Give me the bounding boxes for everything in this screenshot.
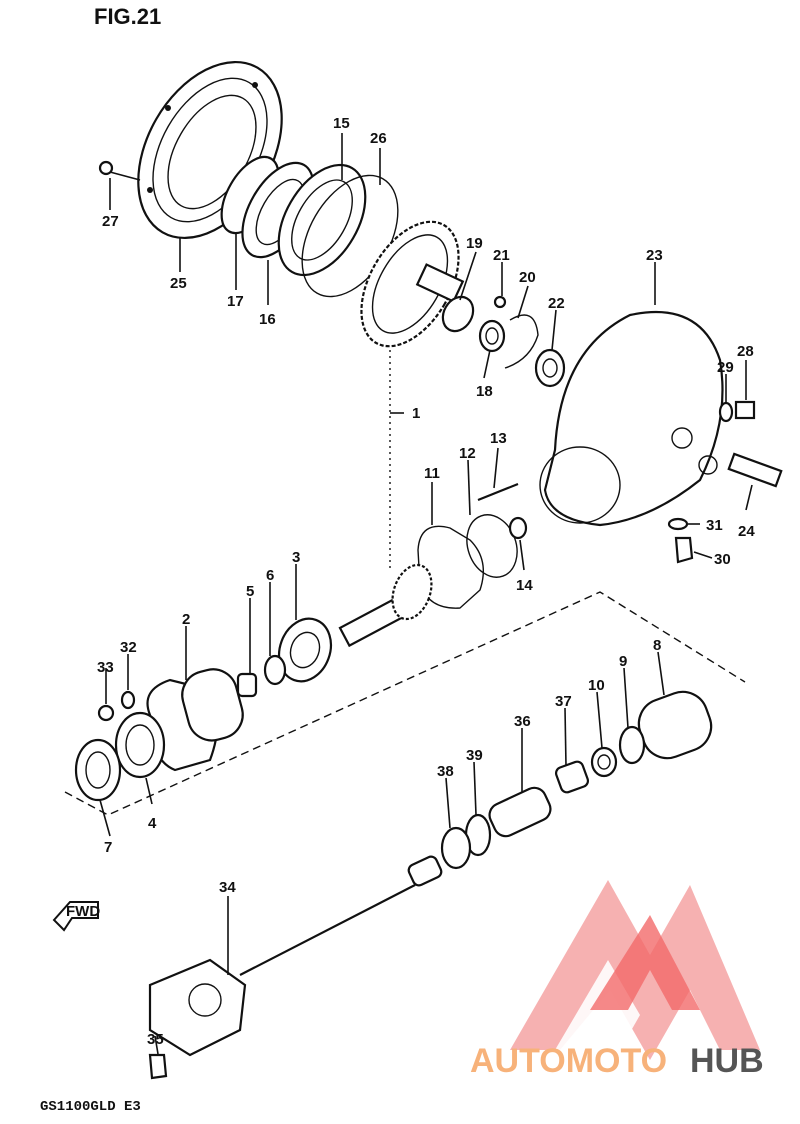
callout-24: 24	[738, 523, 755, 540]
part-31-washer	[667, 517, 689, 531]
watermark-logo: AUTOMOTO HUB	[470, 880, 764, 1080]
part-38-washer	[440, 826, 472, 870]
fwd-arrow-label: FWD	[66, 903, 100, 920]
callout-labels: 1 2 3 4 5 6 7 8 9 10 11 12 13 14 15 16 1…	[97, 115, 755, 1048]
part-36-damper-cam	[488, 786, 552, 838]
part-28-bolt	[734, 400, 756, 420]
callout-5: 5	[246, 583, 254, 600]
callout-7: 7	[104, 839, 112, 856]
part-37-coupling	[554, 760, 590, 794]
part-18-bearing	[478, 319, 506, 353]
part-5-spacer	[236, 672, 258, 698]
fwd-arrow-icon: FWD	[52, 901, 100, 932]
part-8-damper-housing	[637, 690, 713, 760]
part-15-bearing	[277, 163, 367, 277]
callout-15: 15	[333, 115, 350, 132]
callout-28: 28	[737, 343, 754, 360]
part-10-bearing	[590, 746, 618, 778]
callout-31: 31	[706, 517, 723, 534]
callout-22: 22	[548, 295, 565, 312]
callout-33: 33	[97, 659, 114, 676]
callout-6: 6	[266, 567, 274, 584]
callout-3: 3	[292, 549, 300, 566]
part-30-plug	[674, 536, 694, 564]
part-29-washer	[718, 401, 734, 423]
callout-4: 4	[148, 815, 157, 832]
callout-20: 20	[519, 269, 536, 286]
callout-25: 25	[170, 275, 187, 292]
callout-11: 11	[424, 465, 440, 482]
part-21-bolt	[493, 295, 507, 309]
part-20-stopper	[504, 314, 539, 369]
part-1-ring-gear	[360, 220, 465, 348]
part-3-bearing	[277, 617, 333, 683]
callout-36: 36	[514, 713, 531, 730]
callout-27: 27	[102, 213, 119, 230]
leader-lines	[99, 133, 753, 1055]
part-35-bolt	[148, 1053, 168, 1080]
callout-17: 17	[227, 293, 244, 310]
part-27-bolt	[98, 160, 141, 181]
callout-38: 38	[437, 763, 454, 780]
callout-39: 39	[466, 747, 483, 764]
callout-35: 35	[147, 1031, 164, 1048]
callout-8: 8	[653, 637, 661, 654]
callout-18: 18	[476, 383, 493, 400]
callout-14: 14	[516, 577, 533, 594]
part-13-pin	[477, 482, 519, 502]
part-22-oil-seal	[534, 348, 566, 388]
callout-21: 21	[493, 247, 510, 264]
watermark-text-1: AUTOMOTO	[470, 1042, 667, 1080]
callout-34: 34	[219, 879, 236, 896]
callout-16: 16	[259, 311, 276, 328]
part-11-gasket	[417, 525, 484, 609]
part-33-nut	[97, 704, 115, 722]
part-6-shim	[263, 654, 287, 686]
callout-30: 30	[714, 551, 731, 568]
callout-10: 10	[588, 677, 605, 694]
callout-19: 19	[466, 235, 483, 252]
part-4-bearing	[114, 711, 166, 779]
callout-2: 2	[182, 611, 190, 628]
part-7-oil-seal	[74, 738, 122, 802]
callout-29: 29	[717, 359, 734, 376]
callout-37: 37	[555, 693, 572, 710]
callout-26: 26	[370, 130, 387, 147]
callout-1: 1	[412, 405, 420, 422]
figure-title: FIG.21	[94, 4, 161, 29]
part-1-pinion-gear	[338, 563, 433, 648]
part-23-final-gear-case	[539, 310, 724, 527]
callout-9: 9	[619, 653, 627, 670]
part-9-ring	[618, 725, 646, 765]
model-code: GS1100GLD E3	[40, 1099, 141, 1115]
callout-23: 23	[646, 247, 663, 264]
callout-12: 12	[459, 445, 476, 462]
part-34-propeller-shaft	[148, 855, 443, 1057]
callout-13: 13	[490, 430, 507, 447]
part-14-seal	[508, 516, 528, 540]
part-19-ring	[441, 295, 475, 333]
part-32-washer	[120, 690, 136, 710]
part-24-stud	[727, 452, 783, 488]
watermark-text-2: HUB	[690, 1042, 764, 1080]
assembly-boundary-line	[64, 591, 746, 816]
callout-32: 32	[120, 639, 137, 656]
